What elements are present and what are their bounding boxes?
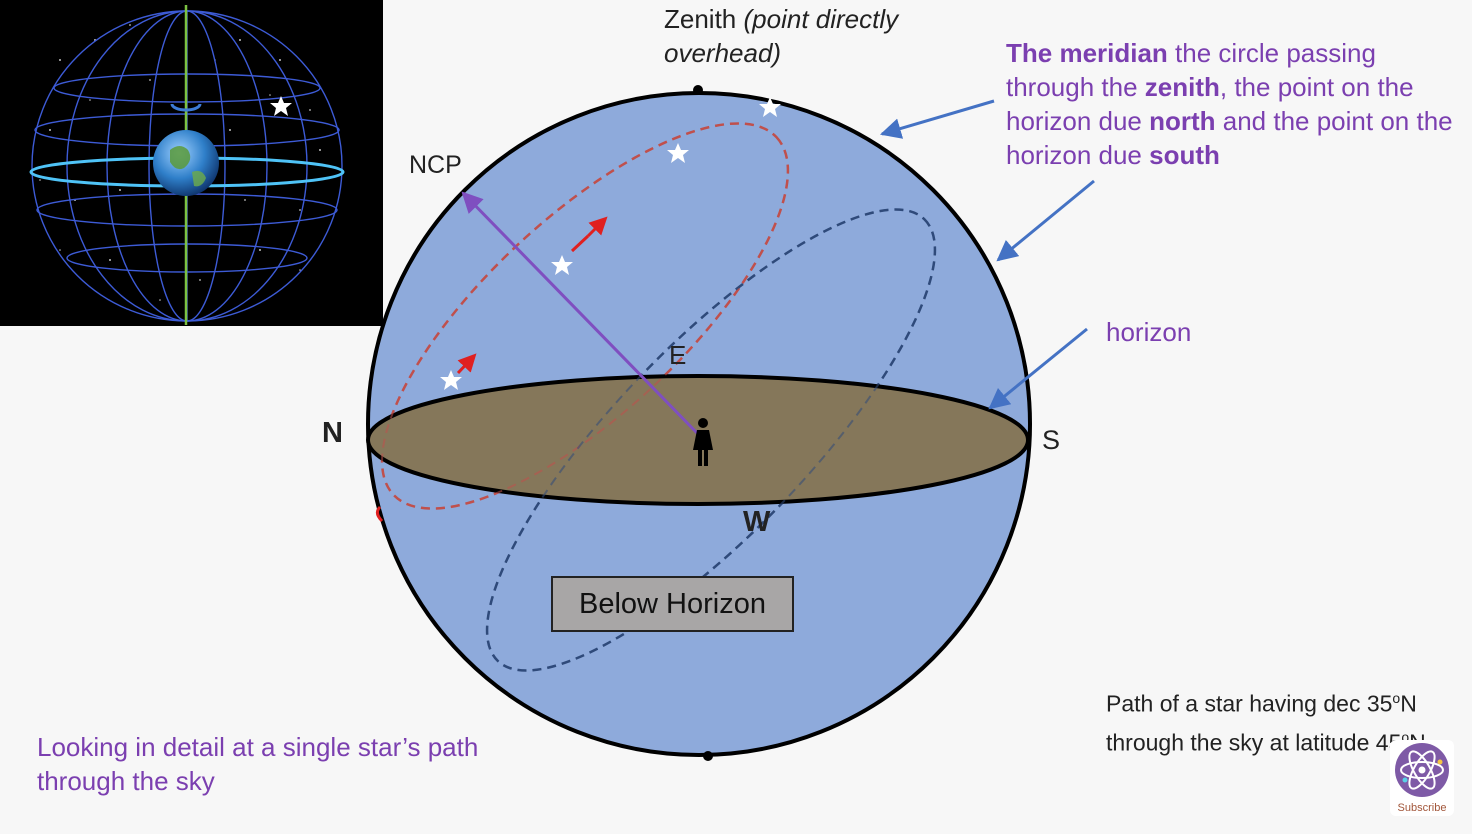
meridian-bold-2: zenith <box>1144 72 1220 102</box>
caption-right: Path of a star having dec 35oN through t… <box>1106 682 1466 759</box>
caption-right-part-1: Path of a star having dec 35 <box>1106 690 1393 717</box>
nadir-point <box>703 751 713 761</box>
meridian-text-2: , the point on the horizon due <box>1006 72 1414 136</box>
meridian-arrow-1 <box>879 99 995 139</box>
horizon-arrow <box>988 327 1088 410</box>
zenith-point <box>693 85 703 95</box>
west-label: W <box>743 506 771 538</box>
ncp-axis-arrow <box>461 191 699 435</box>
direction-arrow-2 <box>586 216 608 238</box>
caption-left: Looking in detail at a single star’s pat… <box>37 732 479 796</box>
subscribe-label: Subscribe <box>1397 802 1447 814</box>
star-icon <box>667 143 689 163</box>
meridian-bold-3: north <box>1149 106 1216 136</box>
meridian-bold-4: south <box>1149 140 1220 170</box>
star-icon <box>270 96 292 116</box>
meridian-text-1: the circle passing through the <box>1006 38 1376 102</box>
star-path-blue-behind <box>486 208 936 672</box>
meridian-definition: The meridian the circle passing through … <box>1006 36 1466 172</box>
direction-arrow-1 <box>456 353 477 375</box>
zenith-label: Zenith (point directly overhead) <box>664 2 964 70</box>
zenith-note: (point directly overhead) <box>664 4 899 68</box>
degree-sup-1: o <box>1392 690 1401 706</box>
star-markers <box>440 97 781 390</box>
meridian-text-3: and the point on the horizon due <box>1006 106 1453 170</box>
zenith-title: Zenith <box>664 4 737 34</box>
east-label: E <box>669 340 687 370</box>
star-icon <box>551 255 573 275</box>
south-label: S <box>1042 425 1061 455</box>
horizon-label: horizon <box>1106 317 1192 347</box>
atom-icon <box>1395 743 1449 797</box>
direction-arrow-3 <box>375 505 384 523</box>
background-stars <box>39 24 321 301</box>
caption-right-part-2: N through the sky at latitude 45 <box>1106 690 1417 756</box>
meridian-bold-1: The meridian <box>1006 38 1168 68</box>
subscribe-button[interactable]: Subscribe <box>1390 740 1454 816</box>
direction-arrow-2a <box>570 234 590 253</box>
rotation-arrow <box>170 103 202 112</box>
meridian-arrow-2 <box>996 179 1095 262</box>
star-path-red-behind <box>381 122 789 510</box>
north-label: N <box>322 417 343 449</box>
star-icon <box>440 370 462 390</box>
below-horizon-box: Below Horizon <box>551 576 794 632</box>
star-icon <box>759 97 781 117</box>
celestial-sphere-inset-image <box>0 0 383 326</box>
degree-sup-2: o <box>1401 728 1410 745</box>
ncp-label: NCP <box>409 151 462 179</box>
observer-icon <box>693 418 713 466</box>
celestial-sphere-graphic <box>29 5 345 325</box>
